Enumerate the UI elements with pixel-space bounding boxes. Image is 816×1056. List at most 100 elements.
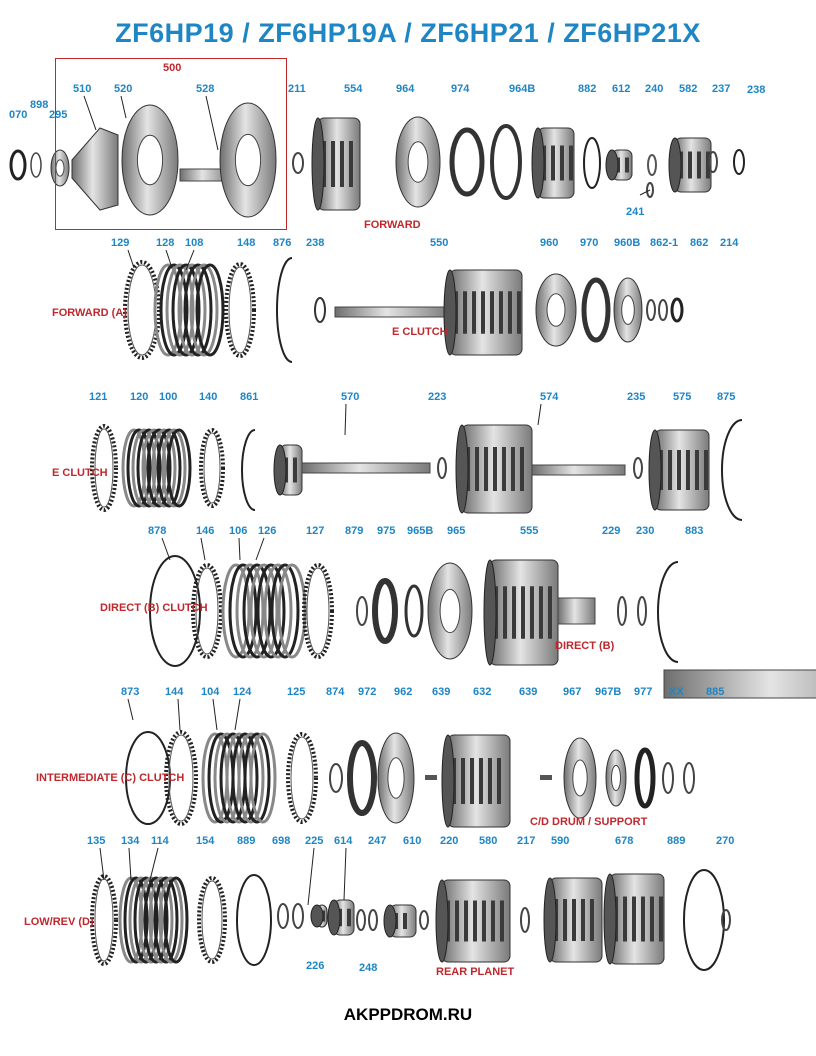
part-970: 970 — [580, 237, 599, 249]
art-580-slot-6 — [500, 900, 504, 942]
group-intermediate-c-clutch: INTERMEDIATE (C) CLUTCH — [36, 772, 185, 784]
art-134-114-7 — [153, 876, 179, 964]
part-574: 574 — [540, 391, 559, 403]
art-574-slot-6 — [520, 447, 524, 491]
art-121 — [90, 424, 118, 512]
art-575 — [654, 429, 710, 511]
art-120-100-8 — [161, 428, 187, 508]
part-964b: 964B — [509, 83, 536, 95]
art-550-slot-1 — [463, 291, 467, 334]
part-223: 223 — [428, 391, 447, 403]
art-120-100-1 — [126, 428, 152, 508]
art-128-108-7 — [195, 263, 225, 357]
group-forward: FORWARD — [364, 219, 421, 231]
art-574-slot-3 — [493, 447, 497, 491]
art-154 — [197, 876, 227, 964]
art-575-slot-1 — [668, 450, 672, 490]
art-235 — [633, 457, 643, 479]
leader-5 — [185, 249, 195, 271]
art-580-slot-4 — [482, 900, 486, 942]
part-510: 510 — [73, 83, 92, 95]
leader-3 — [127, 249, 135, 269]
leader-20 — [343, 847, 347, 901]
part-879: 879 — [345, 525, 364, 537]
art-889a — [236, 874, 272, 966]
part-146: 146 — [196, 525, 215, 537]
part-582: 582 — [679, 83, 698, 95]
art-678-slot-5 — [659, 896, 663, 942]
art-610-slot-1 — [403, 913, 407, 929]
art-883 — [657, 561, 679, 663]
part-114: 114 — [151, 835, 169, 847]
art-574-slot-1 — [475, 447, 479, 491]
art-134-114-8 — [158, 876, 184, 964]
art-550-slot-6 — [508, 291, 512, 334]
part-248: 248 — [359, 962, 378, 974]
art-225 — [292, 903, 304, 929]
art-580-slot-2 — [464, 900, 468, 942]
art-550-slot-2 — [472, 291, 476, 334]
art-574-slot-2 — [484, 447, 488, 491]
art-698 — [277, 903, 289, 929]
part-972: 972 — [358, 686, 377, 698]
art-580-slot-1 — [455, 900, 459, 942]
group-direct-b-clutch: DIRECT (B) CLUTCH — [100, 602, 208, 614]
part-229: 229 — [602, 525, 621, 537]
part-520: 520 — [114, 83, 133, 95]
part-610: 610 — [403, 835, 422, 847]
art-975 — [372, 578, 398, 644]
part-898: 898 — [30, 99, 49, 111]
leader-0 — [83, 95, 97, 131]
art-555-shaft — [557, 597, 596, 625]
part-967b: 967B — [595, 686, 622, 698]
part-967: 967 — [563, 686, 582, 698]
art-270 — [721, 909, 731, 931]
part-240: 240 — [645, 83, 664, 95]
part-885: 885 — [706, 686, 725, 698]
part-883: 883 — [685, 525, 704, 537]
part-965b: 965B — [407, 525, 434, 537]
art-555-slot-2 — [512, 586, 516, 639]
part-639-left: 639 — [432, 686, 451, 698]
art-678-slot-2 — [632, 896, 636, 942]
leader-16 — [99, 847, 105, 881]
part-128: 128 — [156, 237, 175, 249]
part-126: 126 — [258, 525, 277, 537]
art-120-100-5 — [146, 428, 172, 508]
part-528: 528 — [196, 83, 215, 95]
part-698: 698 — [272, 835, 291, 847]
part-962: 962 — [394, 686, 413, 698]
part-220: 220 — [440, 835, 459, 847]
part-873: 873 — [121, 686, 140, 698]
leader-7 — [537, 403, 542, 426]
art-230 — [637, 596, 647, 626]
leader-9 — [200, 537, 206, 561]
part-225: 225 — [305, 835, 324, 847]
art-960B-hole — [621, 295, 635, 325]
part-960b: 960B — [614, 237, 641, 249]
art-134-114-1 — [123, 876, 149, 964]
art-241 — [646, 182, 654, 198]
art-610-face — [383, 904, 397, 938]
part-965: 965 — [447, 525, 466, 537]
part-241: 241 — [626, 206, 645, 218]
art-106-126-7 — [270, 563, 300, 659]
art-967B-hole — [611, 764, 621, 792]
art-510 — [71, 127, 119, 211]
art-632-slot-3 — [479, 758, 483, 804]
art-575-slot-2 — [677, 450, 681, 490]
part-124: 124 — [233, 686, 252, 698]
part-230: 230 — [636, 525, 655, 537]
part-211: 211 — [288, 83, 306, 95]
art-125 — [286, 732, 318, 824]
art-247 — [356, 909, 366, 931]
art-237 — [708, 151, 718, 173]
art-104-124-7 — [243, 732, 271, 824]
leader-8 — [161, 537, 171, 561]
leader-13 — [177, 698, 181, 731]
art-590-slot-1 — [563, 899, 567, 941]
part-876: 876 — [273, 237, 292, 249]
art-575-face — [648, 429, 662, 511]
group-e-clutch: E CLUTCH — [52, 467, 108, 479]
